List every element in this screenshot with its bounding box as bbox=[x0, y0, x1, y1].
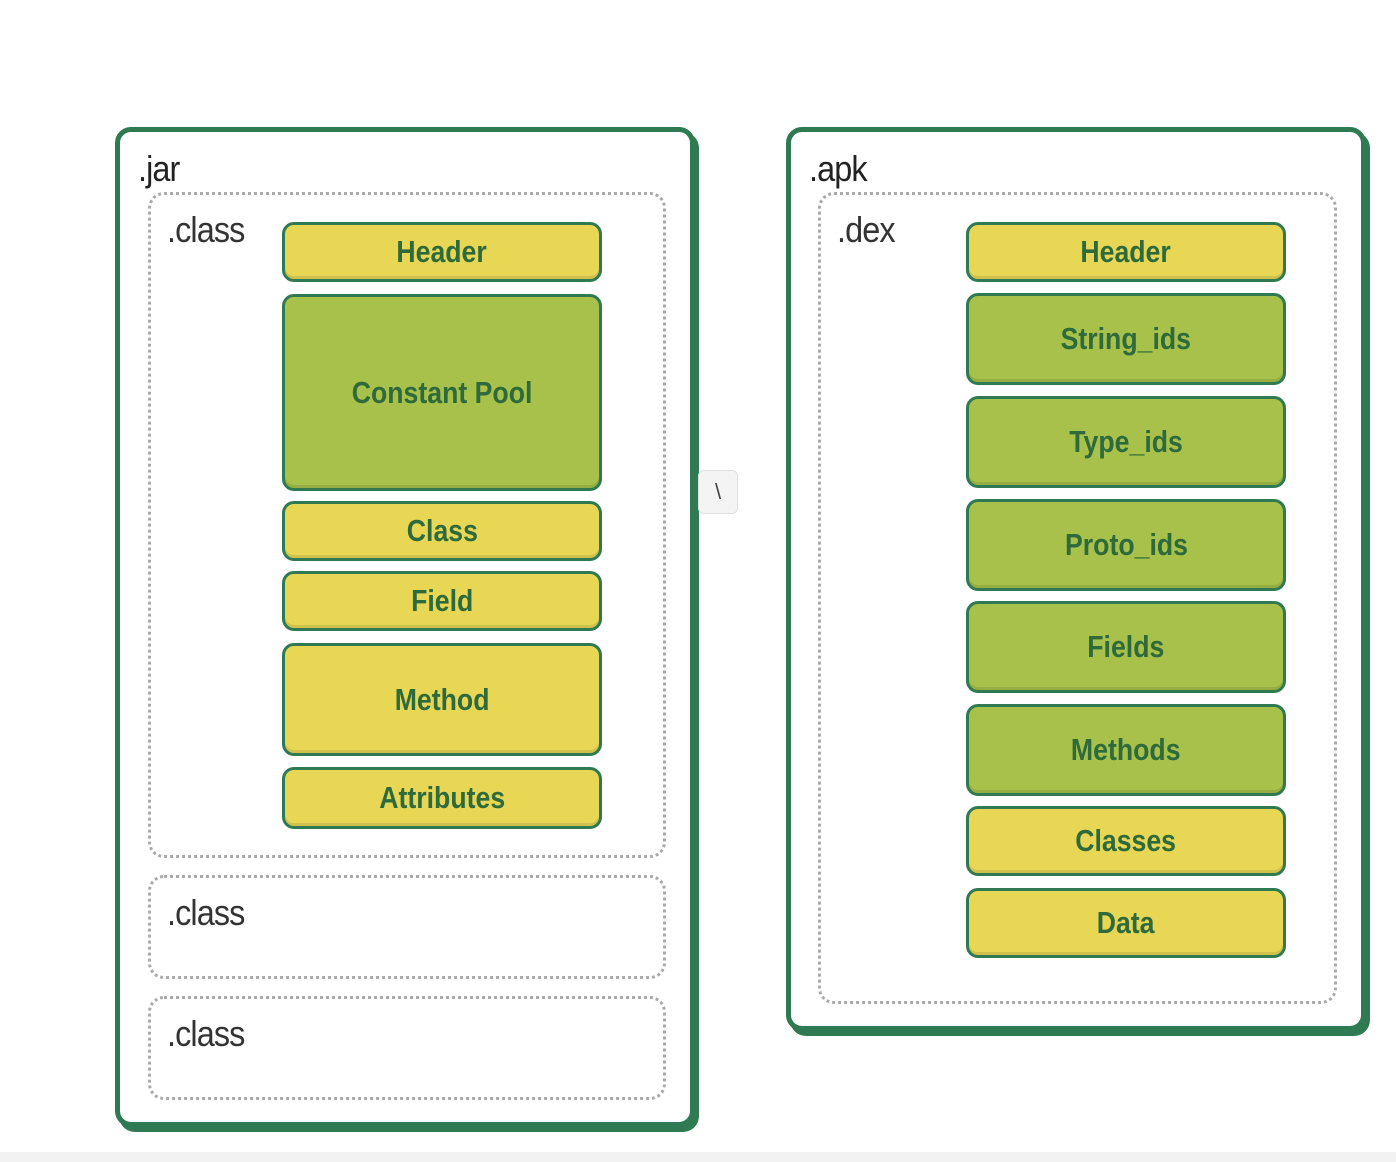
apk-label: .apk bbox=[809, 148, 868, 189]
segment-proto-ids: Proto_ids bbox=[966, 499, 1286, 591]
segment-classes: Classes bbox=[966, 806, 1286, 876]
segment-methods: Methods bbox=[966, 704, 1286, 796]
segment-header: Header bbox=[282, 222, 602, 282]
segment-method: Method bbox=[282, 643, 602, 756]
divider-glyph: \ bbox=[714, 479, 722, 504]
class-label: .class bbox=[167, 1013, 245, 1054]
segment-field: Field bbox=[282, 571, 602, 631]
segment-string-ids: String_ids bbox=[966, 293, 1286, 385]
apk-archive: .apk .dex Header String_ids Type_ids Pro… bbox=[786, 127, 1366, 1031]
class-file-2: .class bbox=[148, 875, 666, 979]
segment-attributes: Attributes bbox=[282, 767, 602, 829]
class-label: .class bbox=[167, 892, 245, 933]
segment-header: Header bbox=[966, 222, 1286, 282]
segment-constant-pool: Constant Pool bbox=[282, 294, 602, 491]
segment-data: Data bbox=[966, 888, 1286, 958]
divider-handle[interactable]: \ bbox=[698, 470, 738, 514]
dex-file: .dex Header String_ids Type_ids Proto_id… bbox=[818, 192, 1337, 1004]
segment-fields: Fields bbox=[966, 601, 1286, 693]
class-file-main: .class Header Constant Pool Class Field … bbox=[148, 192, 666, 858]
segment-type-ids: Type_ids bbox=[966, 396, 1286, 488]
segment-class: Class bbox=[282, 501, 602, 561]
bottom-strip bbox=[0, 1152, 1396, 1162]
class-label: .class bbox=[167, 209, 245, 250]
class-file-3: .class bbox=[148, 996, 666, 1100]
jar-label: .jar bbox=[138, 148, 180, 189]
jar-archive: .jar .class Header Constant Pool Class F… bbox=[115, 127, 695, 1127]
dex-label: .dex bbox=[837, 209, 896, 250]
